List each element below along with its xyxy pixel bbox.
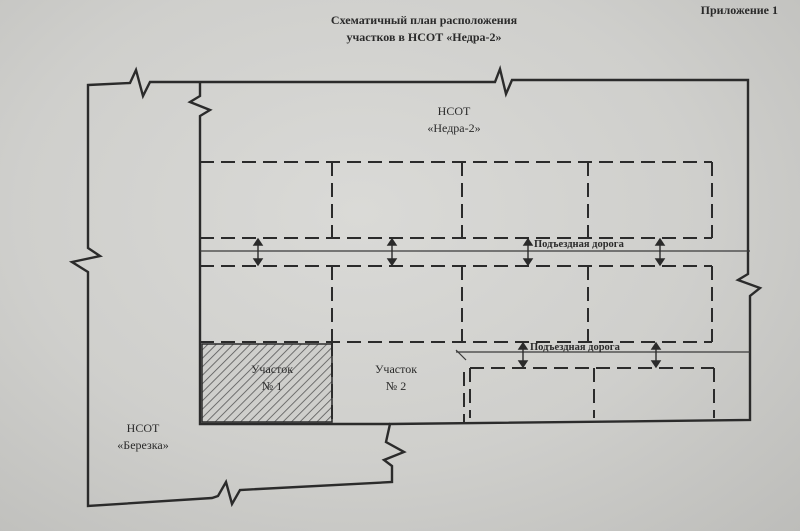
plot-2-label-line1: Участок xyxy=(375,362,417,376)
plot-grid xyxy=(200,161,715,422)
nedra-label-line2: «Недра-2» xyxy=(427,121,480,135)
nedra-boundary xyxy=(187,82,390,426)
road-arrow xyxy=(654,237,666,267)
title-line1: Схематичный план расположения xyxy=(331,13,518,27)
title-line2: участков в НСОТ «Недра-2» xyxy=(347,30,502,44)
outer-boundary xyxy=(68,64,763,508)
road-arrow xyxy=(517,341,529,369)
berezka-label-line1: НСОТ xyxy=(127,421,160,435)
berezka-label-line2: «Березка» xyxy=(117,438,168,452)
road-label-lower: Подъездная дорога xyxy=(530,342,621,353)
plot-1-area xyxy=(201,343,333,423)
road-width-markers xyxy=(252,237,666,369)
road-arrow xyxy=(650,341,662,369)
plot-2-label-line2: № 2 xyxy=(386,379,406,393)
road-arrow xyxy=(386,237,398,267)
road-arrow xyxy=(522,237,534,267)
nedra-label-line1: НСОТ xyxy=(438,104,471,118)
plot-1-label-line2: № 1 xyxy=(262,379,282,393)
plot-1-label-line1: Участок xyxy=(251,362,293,376)
access-roads xyxy=(200,250,750,361)
road-arrow xyxy=(252,237,264,267)
road-label-upper: Подъездная дорога xyxy=(534,239,625,250)
appendix-label: Приложение 1 xyxy=(701,3,778,17)
